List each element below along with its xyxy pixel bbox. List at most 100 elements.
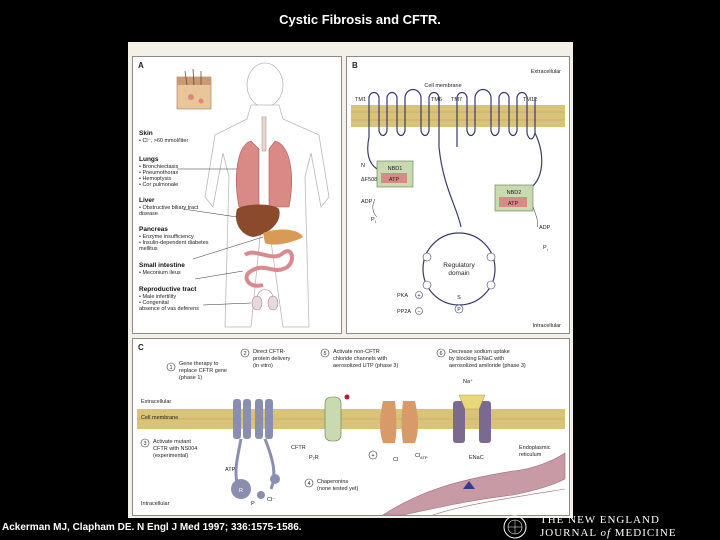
step-text: (none tested yet) xyxy=(317,486,358,492)
organ-detail: • Obstructive biliary tract xyxy=(139,205,199,211)
step-1: 1 Gene therapy to replace CFTR gene (pha… xyxy=(166,361,227,381)
tm6-label: TM6 xyxy=(431,97,442,103)
r-domain-label: R xyxy=(239,488,243,494)
sodium-label: Na⁺ xyxy=(463,378,473,385)
organ-name: Lungs xyxy=(139,156,159,163)
intracellular-label: Intracellular xyxy=(141,501,170,507)
journal-line-1: THE NEW ENGLAND xyxy=(540,514,660,526)
p2r-plus: + xyxy=(371,453,374,459)
tm1-label: TM1 xyxy=(355,97,366,103)
mutation-label: ΔF508 xyxy=(361,177,377,183)
step-number: 3 xyxy=(143,441,146,447)
organ-name: Liver xyxy=(139,197,155,204)
organ-detail: • Enzyme insufficiency xyxy=(139,234,194,240)
p2r-receptor xyxy=(324,394,350,442)
step-number: 1 xyxy=(169,365,172,371)
cftr-label: CFTR xyxy=(291,445,306,451)
clatp-label: Cl xyxy=(415,453,420,459)
pka-plus: + xyxy=(417,293,420,299)
pi-sub-left: i xyxy=(375,219,376,224)
lungs-illustration xyxy=(236,116,292,208)
cftr-structure-diagram: Extracellular Cell membrane TM1 TM6 TM7 … xyxy=(351,69,565,329)
nbd2: NBD2 ATP xyxy=(494,184,534,212)
slide-title: Cystic Fibrosis and CFTR. xyxy=(279,12,441,27)
organ-detail: • Bronchiectasis xyxy=(139,164,178,170)
step-text: aerosolized UTP (phase 3) xyxy=(333,363,398,369)
enac-channel xyxy=(453,394,491,443)
atp-chloride-channel xyxy=(380,401,418,443)
organ-detail: • Hemoptysis xyxy=(139,176,171,182)
organ-skin: Skin • Cl⁻, >60 mmol/liter xyxy=(139,130,188,144)
step-text: protein delivery xyxy=(253,356,291,362)
phosphate-label: P xyxy=(457,307,461,313)
organ-detail: disease xyxy=(139,211,158,217)
step-5: 5 Activate non-CFTR chloride channels wi… xyxy=(320,348,398,369)
figure: A xyxy=(128,42,573,518)
phosphorylation-sites xyxy=(422,252,496,314)
therapy-diagram: 1 Gene therapy to replace CFTR gene (pha… xyxy=(137,348,566,515)
extracellular-label: Extracellular xyxy=(141,399,171,405)
step-text: Activate non-CFTR xyxy=(333,349,380,355)
citation: Ackerman MJ, Clapham DE. N Engl J Med 19… xyxy=(2,522,302,533)
seal-icon xyxy=(503,515,527,539)
pi-label-left: P xyxy=(371,217,375,223)
organ-name: Small intestine xyxy=(139,262,185,269)
step-text: (phase 1) xyxy=(179,375,202,381)
nbd1-label: NBD1 xyxy=(388,166,403,172)
pp2a-label: PP2A xyxy=(397,309,411,315)
er-label-2: reticulum xyxy=(519,452,542,458)
step-text: CFTR with NS004 xyxy=(153,446,197,452)
step-text: (in vitro) xyxy=(253,363,273,369)
organ-detail: • Pneumothorax xyxy=(139,170,178,176)
panel-b-label: B xyxy=(352,61,358,70)
adp-label-left: ADP xyxy=(361,199,373,205)
nbd1-atp-label: ATP xyxy=(389,177,400,183)
organ-list: Skin • Cl⁻, >60 mmol/liter Lungs • Bronc… xyxy=(133,57,341,333)
panel-a-label: A xyxy=(138,61,144,70)
adp-label-right: ADP xyxy=(539,225,551,231)
chaperonin-marker xyxy=(463,481,475,489)
step-text: (experimental) xyxy=(153,453,188,459)
step-4: 4 Chaperonins (none tested yet) xyxy=(304,478,358,492)
chloride-label: Cl⁻ xyxy=(267,497,275,503)
step-6: 6 Decrease sodium uptake by blocking ENa… xyxy=(436,348,526,369)
cell-membrane-label: Cell membrane xyxy=(141,415,178,421)
step-text: Gene therapy to xyxy=(179,361,218,367)
organ-small-intestine: Small intestine • Meconium ileus xyxy=(139,262,185,276)
organ-name: Skin xyxy=(139,130,153,137)
journal-logo: THE NEW ENGLAND JOURNAL of MEDICINE xyxy=(500,512,720,540)
organ-detail: absence of vas deferens xyxy=(139,306,199,312)
panel-c: C 1 Gene therapy to replace CFTR gene (p… xyxy=(132,338,570,516)
cell-membrane-label: Cell membrane xyxy=(424,83,461,89)
panel-a: A xyxy=(132,56,342,334)
organ-detail: • Male infertility xyxy=(139,294,176,300)
regulatory-label-1: Regulatory xyxy=(443,262,475,269)
organ-liver: Liver • Obstructive biliary tract diseas… xyxy=(139,197,199,217)
skin-illustration xyxy=(176,68,212,110)
p2r-label: P₂R xyxy=(309,455,319,461)
journal-word-journal: JOURNAL xyxy=(540,527,597,539)
organ-detail: • Congenital xyxy=(139,300,169,306)
organ-detail: • Cl⁻, >60 mmol/liter xyxy=(139,138,188,144)
extracellular-label: Extracellular xyxy=(531,69,561,75)
pi-sub-right: i xyxy=(547,247,548,252)
liver-illustration xyxy=(235,204,280,237)
step-2: 2 Direct CFTR- protein delivery (in vitr… xyxy=(240,348,291,369)
nbd2-atp-label: ATP xyxy=(508,201,519,207)
enac-label: ENaC xyxy=(469,455,484,461)
panel-b: B Extracellular Cell membrane TM1 TM6 TM… xyxy=(346,56,570,334)
step-text: replace CFTR gene xyxy=(179,368,227,374)
step-text: chloride channels with xyxy=(333,356,387,362)
cftr-channel: R xyxy=(231,399,280,499)
step-3: 3 Activate mutant CFTR with NS004 (exper… xyxy=(140,438,197,459)
cell-membrane xyxy=(351,105,565,127)
n-terminus-label: N xyxy=(361,163,365,169)
tm12-label: TM12 xyxy=(523,97,537,103)
intracellular-label: Intracellular xyxy=(533,323,562,329)
step-text: Chaperonins xyxy=(317,479,348,485)
pancreas-illustration xyxy=(263,229,303,245)
organ-detail: • Meconium ileus xyxy=(139,270,181,276)
nbd2-label: NBD2 xyxy=(507,190,522,196)
organ-name: Reproductive tract xyxy=(139,286,197,293)
pp2a-minus: − xyxy=(417,309,420,315)
